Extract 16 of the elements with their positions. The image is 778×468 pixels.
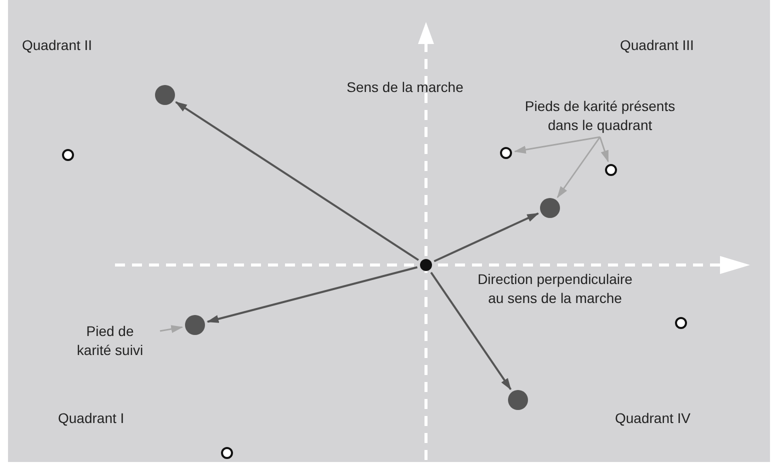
arrow — [430, 272, 512, 390]
quadrant-label: Quadrant II — [22, 36, 94, 55]
quadrant-label: Quadrant IV — [615, 409, 692, 428]
leader-line — [514, 136, 600, 154]
axis-label: Direction perpendiculaire au sens de la marche — [476, 270, 634, 308]
axis-label: Sens de la marche — [346, 78, 464, 97]
leader-line — [599, 136, 609, 162]
leader-line — [556, 136, 601, 198]
arrow — [206, 266, 418, 323]
arrow — [175, 101, 419, 261]
quadrant-label: Quadrant I — [58, 409, 126, 428]
quadrant-label: Quadrant III — [620, 36, 695, 55]
leader-line — [160, 325, 184, 333]
annotation-text: Pieds de karité présents dans le quadrant — [520, 97, 680, 135]
arrow — [434, 212, 540, 262]
annotation-text: Pied de karité suivi — [62, 322, 158, 360]
